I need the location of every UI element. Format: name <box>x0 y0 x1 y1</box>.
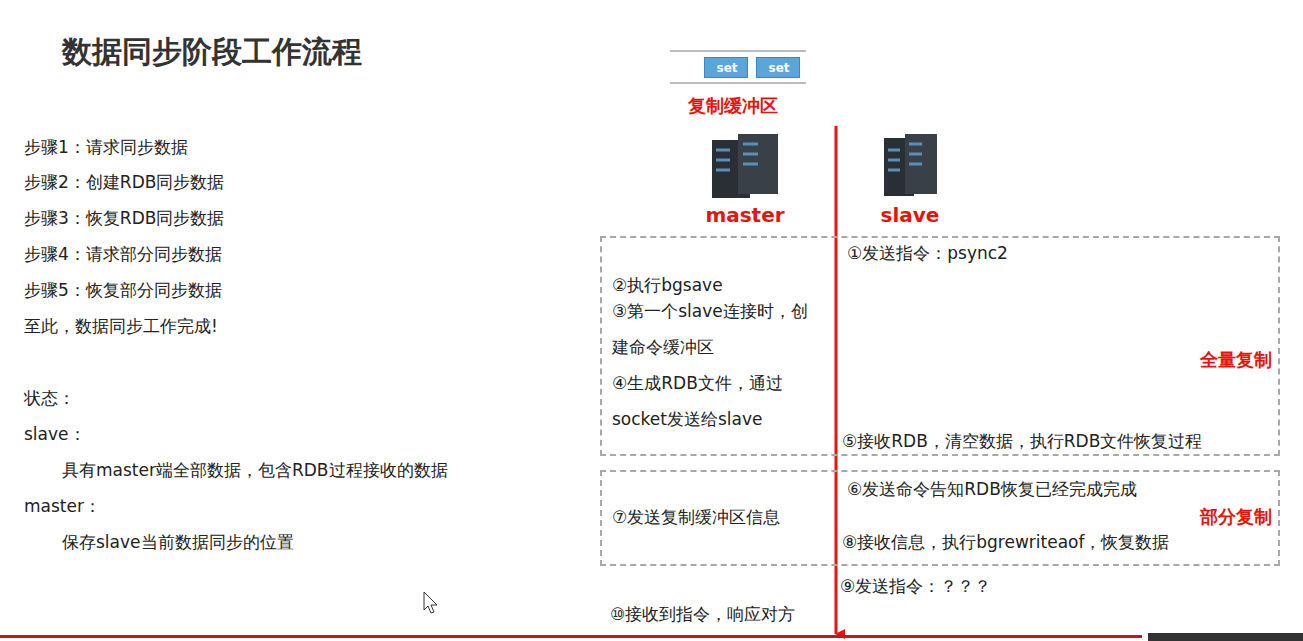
mouse-cursor <box>424 592 437 613</box>
step-text: 步骤1：请求同步数据 <box>24 137 188 157</box>
step-text: ⑦发送复制缓冲区信息 <box>612 507 780 527</box>
step-text: ⑩接收到指令，响应对方 <box>610 604 795 624</box>
phase-label: 全量复制 <box>1200 350 1272 370</box>
command-text: set <box>768 59 789 77</box>
step-text: ①发送指令：psync2 <box>847 243 1008 263</box>
step-text: ②执行bgsave <box>612 275 723 295</box>
step-text: 步骤2：创建RDB同步数据 <box>24 172 224 192</box>
command-text: set <box>716 59 737 77</box>
bottom-bar <box>1148 633 1303 641</box>
state-role: slave： <box>24 424 86 444</box>
phase-box: ①发送指令：psync2 ②执行bgsave③第一个slave连接时，创建命令缓冲… <box>600 236 1280 456</box>
step-text: 步骤4：请求部分同步数据 <box>24 244 222 264</box>
step-text: ⑨发送指令：？？？ <box>840 576 991 596</box>
step-text: ③第一个slave连接时，创建命令缓冲区 <box>612 293 812 365</box>
note-text: 至此，数据同步工作完成! <box>24 316 218 336</box>
step-text: ⑥发送命令告知RDB恢复已经完成完成 <box>847 479 1137 499</box>
state-heading: 状态： <box>24 388 75 408</box>
timeline-arrow <box>835 126 838 634</box>
step-text: 步骤5：恢复部分同步数据 <box>24 280 222 300</box>
buffer-label: 复制缓冲区 <box>688 96 778 116</box>
server-icon <box>712 134 778 198</box>
bottom-rule <box>0 635 1142 638</box>
phase-label: 部分复制 <box>1200 507 1272 527</box>
step-text: ⑤接收RDB，清空数据，执行RDB文件恢复过程 <box>842 431 1202 451</box>
server-label: slave <box>881 203 940 227</box>
server-icon <box>884 134 937 196</box>
state-text: 具有master端全部数据，包含RDB过程接收的数据 <box>62 460 448 480</box>
step-text: ④生成RDB文件，通过socket发送给slave <box>612 365 812 437</box>
state-text: 保存slave当前数据同步的位置 <box>62 532 294 552</box>
step-text: 步骤3：恢复RDB同步数据 <box>24 208 224 228</box>
state-role: master： <box>24 496 101 516</box>
buffer-queue: 复制缓冲区setset <box>670 50 806 84</box>
server-label: master <box>705 203 784 227</box>
command-box: set <box>704 57 748 78</box>
page-title: 数据同步阶段工作流程 <box>62 34 362 70</box>
step-text: ⑧接收信息，执行bgrewriteaof，恢复数据 <box>842 532 1169 552</box>
phase-box: ⑥发送命令告知RDB恢复已经完成完成 ⑦发送复制缓冲区信息 ⑧接收信息，执行bgre… <box>600 470 1280 566</box>
command-box: set <box>756 57 800 78</box>
